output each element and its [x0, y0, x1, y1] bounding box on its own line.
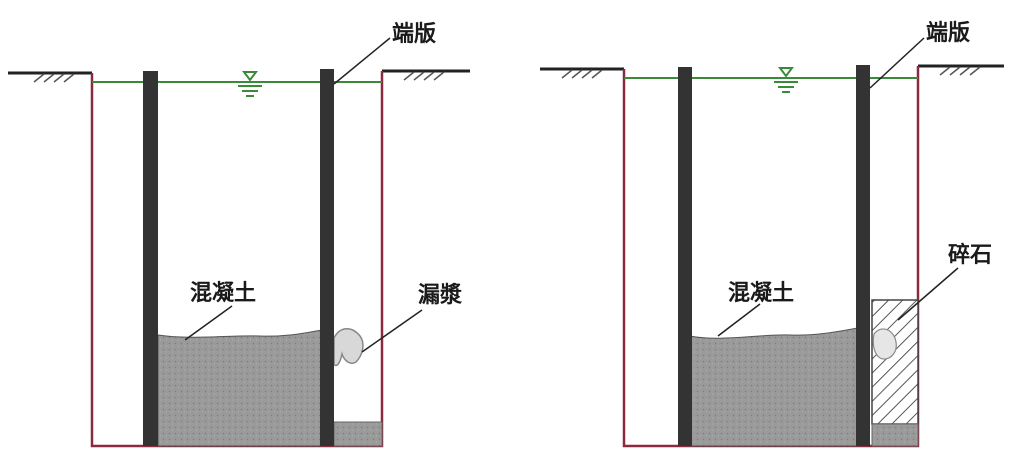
leak-slurry-bottom	[333, 421, 383, 447]
label-gravel: 碎石	[948, 242, 992, 268]
leader-concrete	[717, 303, 761, 337]
label-concrete: 混凝土	[728, 280, 794, 306]
concrete-fill	[689, 327, 859, 447]
ground-hatch-right	[939, 66, 981, 76]
ground-hatch-left	[33, 73, 75, 83]
leak-slurry-blob	[333, 328, 364, 367]
leader-end-plate	[869, 37, 925, 89]
end-plate-left-panel	[678, 67, 692, 446]
ground-hatch-right	[403, 71, 445, 81]
end-plate-left-panel	[143, 71, 158, 446]
label-end-plate: 端版	[926, 21, 970, 46]
leader-concrete	[184, 305, 233, 341]
concrete-fill	[157, 329, 323, 447]
label-end-plate: 端版	[392, 22, 436, 47]
label-concrete: 混凝土	[190, 280, 256, 306]
end-plate	[856, 65, 870, 446]
leader-leak	[361, 309, 423, 353]
end-plate	[320, 69, 334, 446]
leader-gravel	[897, 267, 959, 321]
leader-end-plate	[333, 37, 391, 85]
water-level-symbol	[774, 67, 798, 93]
left-diagram: 端版 混凝土 漏漿	[8, 22, 470, 448]
water-level-symbol	[238, 71, 262, 97]
ground-hatch-left	[561, 69, 603, 79]
label-leak: 漏漿	[418, 282, 463, 308]
right-diagram: 端版 混凝土 碎石	[540, 21, 1004, 448]
gravel-fill	[871, 299, 919, 425]
gravel-bottom	[871, 423, 919, 447]
gravel-slurry-blob	[872, 328, 897, 360]
